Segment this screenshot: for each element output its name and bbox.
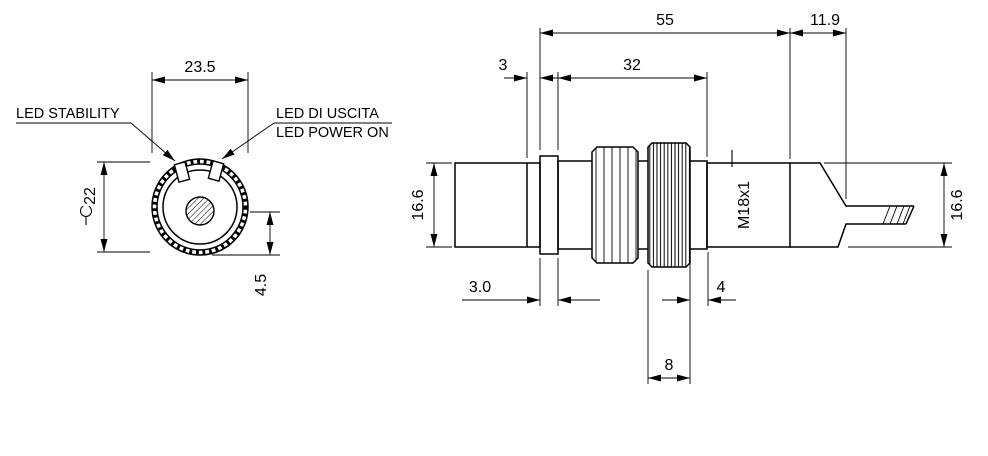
dim-connector-length: 11.9 xyxy=(790,12,847,199)
dim-thread-length: 32 xyxy=(557,57,708,157)
side-view: M18x1 55 11.9 3 32 xyxy=(410,12,966,384)
dim-wrench-size-value: 22 xyxy=(82,187,99,205)
dim-diameter-left-value: 16.6 xyxy=(410,189,427,220)
dim-wrench-size: 22 xyxy=(79,161,150,253)
dim-front-width-value: 23.5 xyxy=(184,59,215,76)
led-stability-label: LED STABILITY xyxy=(16,106,120,122)
inner-ring-2 xyxy=(162,169,238,245)
dim-total-length: 55 xyxy=(539,12,791,159)
cable-break-hatch xyxy=(882,205,911,225)
optical-lens-face xyxy=(185,196,215,226)
dim-head-section-value: 3 xyxy=(499,57,508,74)
wrench-icon xyxy=(79,205,93,225)
dim-connector-length-value: 11.9 xyxy=(810,12,840,29)
dim-nut-width: 8 xyxy=(647,252,691,384)
dim-led-offset-value: 4.5 xyxy=(253,274,270,296)
led-output-label: LED DI USCITA xyxy=(276,106,379,122)
led-left xyxy=(173,161,191,183)
connector-bottom-edge xyxy=(790,223,906,248)
connector-top-edge xyxy=(790,162,914,207)
led-right xyxy=(207,160,225,182)
knurl-teeth-ring xyxy=(152,159,248,255)
dim-flange-width: 3.0 xyxy=(462,258,600,306)
led-stability-leader xyxy=(130,122,176,162)
dim-thread-length-value: 32 xyxy=(623,57,641,74)
led-output-callout: LED DI USCITA LED POWER ON xyxy=(221,106,392,160)
led-power-label: LED POWER ON xyxy=(276,125,389,141)
thread-label: M18x1 xyxy=(736,181,753,229)
hex-nut xyxy=(591,146,639,264)
dim-nut-width-value: 8 xyxy=(665,357,674,374)
side-body: M18x1 xyxy=(454,142,915,268)
toothed-washer xyxy=(647,142,691,268)
dim-total-length-value: 55 xyxy=(656,12,674,29)
dim-diameter-left: 16.6 xyxy=(410,162,452,248)
front-view: LED STABILITY LED DI USCITA LED POWER ON… xyxy=(16,59,392,296)
rear-housing xyxy=(706,162,791,248)
dim-flange-width-value: 3.0 xyxy=(469,279,491,296)
led-stability-callout: LED STABILITY xyxy=(16,106,176,162)
dim-diameter-right-value: 16.6 xyxy=(949,189,966,220)
front-body xyxy=(151,158,249,256)
dim-head-section: 3 xyxy=(499,57,562,158)
dim-diameter-right: 16.6 xyxy=(824,162,966,248)
dim-led-offset: 4.5 xyxy=(212,211,280,296)
inner-ring-1 xyxy=(156,163,244,251)
dim-front-width: 23.5 xyxy=(151,59,249,153)
cable-break-end xyxy=(905,205,915,225)
dim-exposed-thread: 4 xyxy=(662,252,736,306)
mounting-flange xyxy=(539,155,559,255)
dim-exposed-thread-value: 4 xyxy=(717,279,726,296)
